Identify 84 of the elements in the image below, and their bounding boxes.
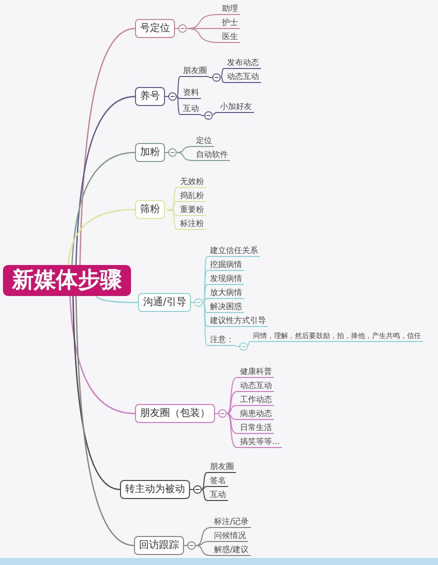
- branch-line: [79, 28, 136, 266]
- branch-line: [226, 391, 238, 414]
- subtopic-label: 注意：: [207, 335, 236, 346]
- branch-line: [202, 284, 208, 303]
- subtopic-label: 发现病情: [207, 274, 244, 285]
- branch-line: [202, 270, 208, 303]
- branch-line: [212, 112, 218, 115]
- branch-line: [69, 296, 136, 414]
- topic-box: 养号: [135, 87, 165, 106]
- branch-line: [196, 541, 212, 546]
- subtopic-label: 无效粉: [177, 177, 206, 188]
- subtopic-label: 自动软件: [193, 150, 230, 161]
- subtopic-label: 动态互动: [224, 72, 261, 83]
- branch-line: [72, 296, 120, 490]
- subtopic-label: 工作动态: [237, 395, 274, 406]
- subtopic-label: 资料: [180, 88, 201, 99]
- branch-line: [172, 187, 178, 210]
- subtopic-label: 定位: [193, 136, 214, 147]
- subtopic-label: 朋友圈: [180, 66, 209, 77]
- subtopic-label: 标注粉: [177, 219, 206, 230]
- branch-line: [67, 208, 136, 266]
- subtopic-label: 助理: [219, 4, 240, 15]
- subtopic-label: 医生: [219, 32, 240, 43]
- branch-line: [196, 527, 212, 546]
- branch-line: [202, 472, 208, 490]
- branch-line: [71, 152, 136, 266]
- topic-box: 朋友圈（包装）: [135, 404, 215, 423]
- subtopic-label: 捣乱粉: [177, 191, 206, 202]
- branch-line: [202, 302, 208, 313]
- subtopic-label: 病患动态: [237, 409, 274, 420]
- branch-line: [172, 209, 178, 230]
- subtopic-label: 建议性方式引导: [207, 316, 268, 327]
- branch-line: [176, 96, 180, 99]
- branch-line: [186, 28, 220, 43]
- subtopic-label: 健康科普: [237, 367, 274, 378]
- branch-line: [226, 405, 238, 414]
- branch-line: [202, 486, 208, 490]
- branch-line: [176, 152, 194, 161]
- branch-line: [248, 341, 250, 346]
- branch-line: [202, 302, 208, 327]
- branch-line: [202, 302, 208, 346]
- subtopic-label: 动态互动: [237, 381, 274, 392]
- subtopic-label: 解惑/建议: [211, 545, 251, 556]
- branch-line: [202, 298, 208, 303]
- subtopic-label: 建立信任关系: [207, 246, 260, 257]
- branch-line: [172, 201, 178, 210]
- branch-line: [202, 489, 208, 501]
- subtopic-label: 挖掘病情: [207, 260, 244, 271]
- subtopic-label: 互动: [207, 490, 228, 501]
- branch-line: [202, 256, 208, 303]
- branch-line: [226, 413, 238, 420]
- branch-line: [96, 296, 138, 304]
- branch-line: [226, 413, 238, 448]
- topic-box: 沟通/引导: [138, 293, 192, 312]
- branch-line: [176, 146, 194, 153]
- topic-box: 加粉: [135, 143, 165, 162]
- branch-line: [196, 545, 212, 556]
- subtopic-label: 解决困惑: [207, 302, 244, 313]
- subtopic-label: 小加好友: [217, 102, 254, 113]
- subtopic-label: 标注/记录: [211, 517, 251, 528]
- branch-line: [220, 68, 224, 77]
- subtopic-label: 问候情况: [211, 531, 248, 542]
- subtopic-label: 朋友圈: [207, 462, 236, 473]
- branch-line: [75, 96, 136, 266]
- branch-line: [176, 96, 180, 115]
- subtopic-label: 发布动态: [224, 58, 261, 69]
- root-topic-box: 新媒体步骤: [3, 265, 131, 296]
- topic-box: 筛粉: [135, 200, 165, 219]
- branch-line: [220, 76, 224, 83]
- subtopic-label: 重要粉: [177, 205, 206, 216]
- subtopic-label: 搞笑等等...: [237, 437, 282, 448]
- topic-box: 号定位: [135, 19, 175, 38]
- subtopic-label: 日常生活: [237, 423, 274, 434]
- topic-box: 回访跟踪: [134, 536, 184, 555]
- branch-line: [172, 209, 178, 216]
- branch-line: [226, 413, 238, 434]
- subtopic-label: 放大病情: [207, 288, 244, 299]
- branch-line: [75, 296, 134, 546]
- subtopic-label: 互动: [180, 104, 201, 115]
- branch-line: [226, 377, 238, 414]
- topic-box: 转主动为被动: [120, 480, 190, 499]
- branch-line: [176, 76, 180, 97]
- subtopic-label: 签名: [207, 476, 228, 487]
- subtopic-label: 护士: [219, 18, 240, 29]
